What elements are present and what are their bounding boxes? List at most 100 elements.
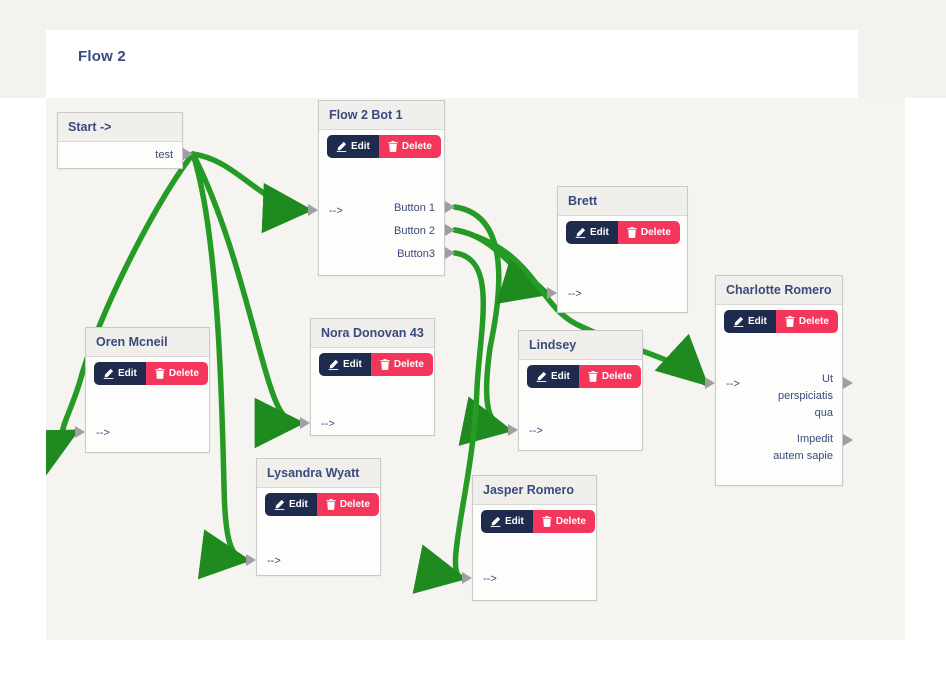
endpoint-input-charlotte[interactable] bbox=[705, 377, 715, 389]
edit-button-bot[interactable]: Edit bbox=[327, 135, 379, 158]
trash-icon bbox=[380, 359, 390, 370]
node-title-charlotte[interactable]: Charlotte Romero bbox=[716, 276, 842, 305]
endpoint-input-bot[interactable] bbox=[308, 204, 318, 216]
connection-bot-Button3-to-jasper[interactable] bbox=[412, 250, 486, 594]
output-port-label-start-0: test bbox=[155, 149, 173, 161]
edit-button-label: Edit bbox=[343, 359, 362, 370]
edit-button-label: Edit bbox=[551, 371, 570, 382]
input-port-label-oren: --> bbox=[96, 427, 110, 439]
node-title-lysandra[interactable]: Lysandra Wyatt bbox=[257, 459, 380, 488]
input-port-label-brett: --> bbox=[568, 288, 582, 300]
node-start[interactable]: Start -> test bbox=[57, 112, 183, 169]
node-actions-nora: Edit Delete bbox=[319, 353, 433, 376]
output-port-label-charlotte-1: Impedit autem sapie bbox=[773, 433, 833, 462]
input-port-label-lindsey: --> bbox=[529, 425, 543, 437]
trash-icon bbox=[588, 371, 598, 382]
endpoint-output-charlotte-0[interactable] bbox=[843, 377, 853, 389]
endpoint-input-brett[interactable] bbox=[547, 287, 557, 299]
edit-button-charlotte[interactable]: Edit bbox=[724, 310, 776, 333]
edit-button-label: Edit bbox=[289, 499, 308, 510]
endpoint-output-start-0[interactable] bbox=[183, 148, 193, 160]
pencil-square-icon bbox=[274, 499, 285, 510]
endpoint-output-bot-1[interactable] bbox=[445, 224, 455, 236]
node-title-nora[interactable]: Nora Donovan 43 bbox=[311, 319, 434, 348]
endpoint-output-bot-0[interactable] bbox=[445, 201, 455, 213]
delete-button-label: Delete bbox=[601, 371, 632, 382]
endpoint-input-nora[interactable] bbox=[300, 417, 310, 429]
input-port-label-charlotte: --> bbox=[726, 378, 740, 390]
delete-button-charlotte[interactable]: Delete bbox=[775, 310, 838, 333]
edit-button-label: Edit bbox=[118, 368, 137, 379]
node-actions-lindsey: Edit Delete bbox=[527, 365, 641, 388]
delete-button-label: Delete bbox=[393, 359, 424, 370]
edit-button-nora[interactable]: Edit bbox=[319, 353, 371, 376]
output-port-label-bot-0: Button 1 bbox=[394, 202, 435, 214]
node-actions-lysandra: Edit Delete bbox=[265, 493, 379, 516]
pencil-square-icon bbox=[575, 227, 586, 238]
delete-button-lysandra[interactable]: Delete bbox=[316, 493, 379, 516]
node-title-oren[interactable]: Oren Mcneil bbox=[86, 328, 209, 357]
trash-icon bbox=[785, 316, 795, 327]
node-actions-oren: Edit Delete bbox=[94, 362, 208, 385]
edit-button-label: Edit bbox=[505, 516, 524, 527]
edit-button-lindsey[interactable]: Edit bbox=[527, 365, 579, 388]
node-actions-brett: Edit Delete bbox=[566, 221, 680, 244]
node-title-brett[interactable]: Brett bbox=[558, 187, 687, 216]
edit-button-lysandra[interactable]: Edit bbox=[265, 493, 317, 516]
pencil-square-icon bbox=[103, 368, 114, 379]
output-port-label-bot-1: Button 2 bbox=[394, 225, 435, 237]
edit-button-brett[interactable]: Edit bbox=[566, 221, 618, 244]
delete-button-label: Delete bbox=[640, 227, 671, 238]
endpoint-input-lindsey[interactable] bbox=[508, 424, 518, 436]
node-title-bot[interactable]: Flow 2 Bot 1 bbox=[319, 101, 444, 130]
node-bot[interactable]: Flow 2 Bot 1 Edit Delete --> Button 1 Button … bbox=[318, 100, 445, 276]
input-port-label-lysandra: --> bbox=[267, 555, 281, 567]
endpoint-input-oren[interactable] bbox=[75, 426, 85, 438]
delete-button-label: Delete bbox=[798, 316, 829, 327]
endpoint-output-charlotte-1[interactable] bbox=[843, 434, 853, 446]
delete-button-label: Delete bbox=[401, 141, 432, 152]
node-title-start[interactable]: Start -> bbox=[58, 113, 182, 142]
node-title-lindsey[interactable]: Lindsey bbox=[519, 331, 642, 360]
edit-button-jasper[interactable]: Edit bbox=[481, 510, 533, 533]
connection-start-test-to-nora[interactable] bbox=[190, 151, 306, 449]
endpoint-input-jasper[interactable] bbox=[462, 572, 472, 584]
trash-icon bbox=[388, 141, 398, 152]
connection-start-test-to-lysandra[interactable] bbox=[190, 151, 252, 580]
input-port-label-bot: --> bbox=[329, 205, 343, 217]
edit-button-label: Edit bbox=[590, 227, 609, 238]
pencil-square-icon bbox=[733, 316, 744, 327]
node-title-jasper[interactable]: Jasper Romero bbox=[473, 476, 596, 505]
delete-button-lindsey[interactable]: Delete bbox=[578, 365, 641, 388]
flow-title: Flow 2 bbox=[78, 48, 126, 65]
delete-button-bot[interactable]: Delete bbox=[378, 135, 441, 158]
pencil-square-icon bbox=[490, 516, 501, 527]
connection-start-test-to-bot[interactable] bbox=[190, 151, 314, 234]
delete-button-jasper[interactable]: Delete bbox=[532, 510, 595, 533]
delete-button-nora[interactable]: Delete bbox=[370, 353, 433, 376]
flow-header-bar: Flow 2 bbox=[46, 30, 858, 99]
connection-bot-Button1-to-lindsey[interactable] bbox=[452, 204, 513, 446]
output-port-label-charlotte-0: Ut perspiciatis qua bbox=[777, 373, 833, 419]
edit-button-label: Edit bbox=[351, 141, 370, 152]
delete-button-oren[interactable]: Delete bbox=[145, 362, 208, 385]
endpoint-input-lysandra[interactable] bbox=[246, 554, 256, 566]
edit-button-oren[interactable]: Edit bbox=[94, 362, 146, 385]
endpoint-output-bot-2[interactable] bbox=[445, 247, 455, 259]
trash-icon bbox=[326, 499, 336, 510]
delete-button-label: Delete bbox=[555, 516, 586, 527]
connection-bot-Button2-to-charlotte[interactable] bbox=[452, 227, 709, 387]
node-actions-charlotte: Edit Delete bbox=[724, 310, 838, 333]
delete-button-brett[interactable]: Delete bbox=[617, 221, 680, 244]
delete-button-label: Delete bbox=[339, 499, 370, 510]
edit-button-label: Edit bbox=[748, 316, 767, 327]
